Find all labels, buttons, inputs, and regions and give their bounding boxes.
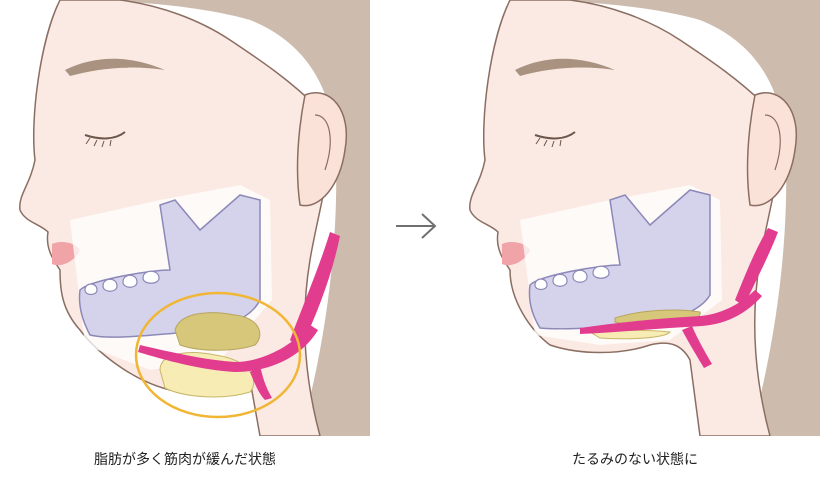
hair bbox=[0, 0, 370, 436]
caption-after: たるみのない状態に bbox=[572, 452, 698, 468]
lips bbox=[52, 242, 80, 266]
muscle-diagonal bbox=[290, 232, 340, 350]
highlight-ring bbox=[134, 291, 302, 419]
muscle-upper bbox=[580, 290, 762, 334]
eyebrow bbox=[515, 58, 615, 76]
ear bbox=[296, 92, 347, 207]
teeth bbox=[84, 270, 160, 296]
hair bbox=[450, 0, 820, 436]
after-illustration bbox=[450, 0, 820, 436]
closed-eye bbox=[84, 131, 126, 140]
ear bbox=[746, 92, 797, 207]
fat-upper bbox=[174, 312, 261, 351]
eyebrow bbox=[65, 58, 165, 76]
arrow-right-icon bbox=[396, 213, 437, 239]
lips bbox=[502, 242, 530, 266]
muscle-upper bbox=[138, 325, 318, 372]
transition-arrow bbox=[392, 208, 442, 244]
teeth bbox=[534, 265, 610, 291]
closed-eye bbox=[534, 131, 576, 140]
muscle-diagonal bbox=[735, 228, 778, 306]
caption-before: 脂肪が多く筋肉が緩んだ状態 bbox=[94, 452, 276, 468]
muscle-lower bbox=[682, 326, 712, 368]
before-illustration bbox=[0, 0, 370, 436]
muscle-lower bbox=[250, 365, 272, 400]
